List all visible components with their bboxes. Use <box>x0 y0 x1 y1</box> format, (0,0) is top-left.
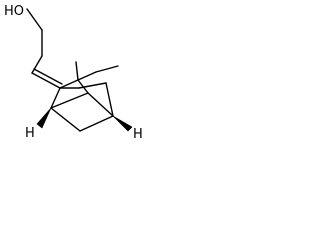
methyl-bond-right <box>77 71 97 81</box>
bond-ring-c5-c4 <box>105 82 114 117</box>
double-bond-secondary-line <box>33 68 63 85</box>
bond-ring-c6-c5 <box>79 115 114 132</box>
hydrogen-label-right: H <box>133 127 143 142</box>
hydrogen-label-left: H <box>25 126 35 141</box>
bond-c2-c3 <box>31 55 43 74</box>
structure-diagram: HO H H <box>0 0 164 163</box>
double-bond-primary-line <box>31 72 61 89</box>
bond-o-c1 <box>26 8 43 31</box>
bond-ring-c2-c7 <box>59 79 79 89</box>
bond-ring-c1-c8 <box>50 92 89 109</box>
bond-ring-c8-c5 <box>87 92 114 117</box>
bond-ring-c2-c1 <box>50 87 61 109</box>
stereo-wedge-left <box>36 107 52 129</box>
stereo-wedge-right <box>112 115 133 132</box>
methyl-bond-left <box>75 61 79 81</box>
hydroxyl-label: HO <box>4 4 24 19</box>
molecule-structure: HO H H <box>4 4 143 142</box>
bond-ring-c1-c6 <box>50 107 81 132</box>
methyl-bond-right-end <box>95 65 119 73</box>
bond-bridge-c8-c7 <box>77 79 89 94</box>
